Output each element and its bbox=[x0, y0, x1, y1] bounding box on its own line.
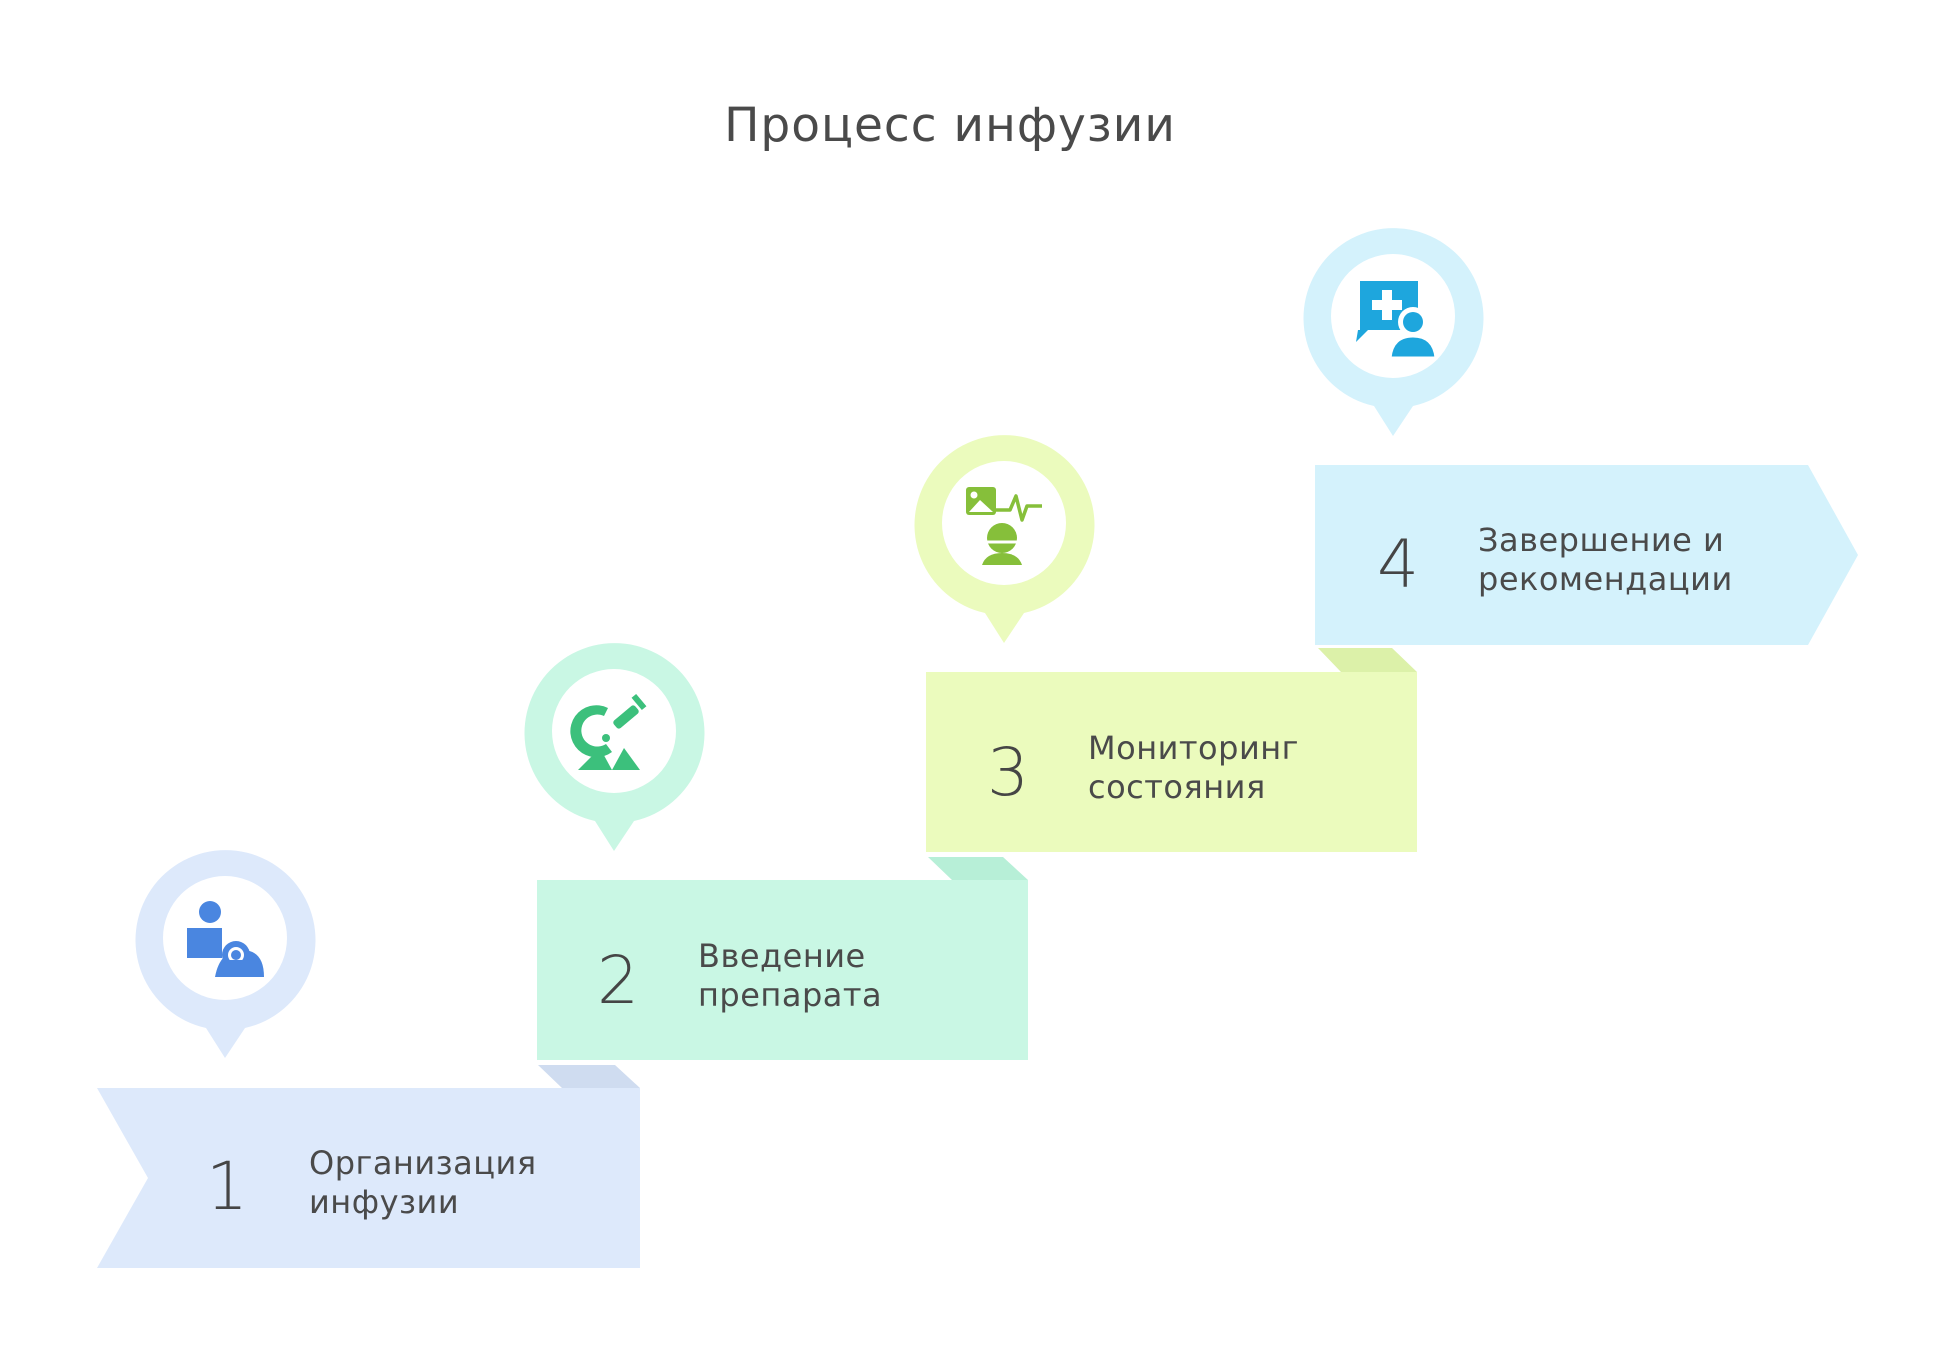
step-4 bbox=[1315, 465, 1858, 645]
step-1-label: Организация инфузии bbox=[309, 1144, 537, 1222]
medical-consultation-icon bbox=[1356, 281, 1438, 360]
step-2 bbox=[537, 857, 1028, 1060]
step-3-ribbon bbox=[926, 672, 1417, 852]
nurse-syringe-icon bbox=[570, 693, 647, 770]
step-1-ribbon bbox=[97, 1088, 640, 1268]
step-3-label: Мониторинг состояния bbox=[1088, 729, 1299, 807]
step-2-label: Введение препарата bbox=[698, 937, 882, 1015]
step-4-label-line1: Завершение и bbox=[1478, 521, 1725, 559]
step-4-label-line2: рекомендации bbox=[1478, 560, 1733, 598]
step-3-number: 3 bbox=[987, 734, 1029, 811]
step-3-label-line1: Мониторинг bbox=[1088, 729, 1299, 767]
step-1-label-line1: Организация bbox=[309, 1144, 537, 1182]
step-4-number: 4 bbox=[1377, 526, 1419, 603]
step-3 bbox=[926, 648, 1417, 852]
step-2-ribbon bbox=[537, 880, 1028, 1060]
pin-2 bbox=[524, 643, 705, 851]
step-3-label-line2: состояния bbox=[1088, 768, 1266, 806]
step-1 bbox=[97, 1065, 640, 1268]
patient-monitoring-icon bbox=[966, 487, 1042, 565]
page-title: Процесс инфузии bbox=[724, 98, 1176, 153]
step-2-label-line1: Введение bbox=[698, 937, 866, 975]
pin-3 bbox=[914, 435, 1095, 643]
step-3-fold bbox=[1318, 648, 1417, 672]
pin-4 bbox=[1303, 228, 1484, 436]
step-1-fold bbox=[538, 1065, 640, 1088]
step-4-ribbon bbox=[1315, 465, 1858, 645]
step-4-label: Завершение и рекомендации bbox=[1478, 521, 1733, 599]
step-2-label-line2: препарата bbox=[698, 976, 883, 1014]
step-2-number: 2 bbox=[597, 942, 639, 1019]
step-1-number: 1 bbox=[206, 1148, 248, 1225]
pin-1 bbox=[135, 850, 316, 1058]
step-2-fold bbox=[928, 857, 1028, 880]
patient-care-icon bbox=[187, 901, 264, 977]
step-1-label-line2: инфузии bbox=[309, 1183, 460, 1221]
